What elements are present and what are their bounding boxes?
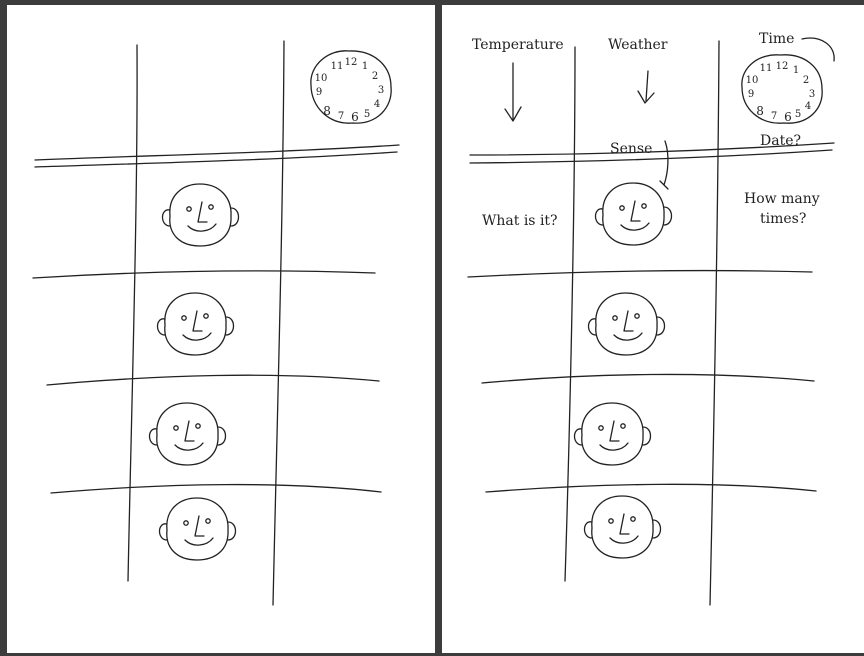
left-sketch-panel: 12 1 2 3 4 5 6 7 8 9 10 11 <box>7 5 435 653</box>
clock-number: 3 <box>809 89 815 100</box>
clock-number: 6 <box>784 110 792 124</box>
label-how-many-line2: times? <box>760 211 806 227</box>
clock-number: 2 <box>372 71 378 82</box>
label-time: Time <box>759 31 794 47</box>
grid-line-horizontal <box>51 485 381 493</box>
clock-number: 8 <box>323 104 331 118</box>
face-icon <box>160 498 236 560</box>
clock-icon: 12 1 2 3 4 5 6 7 8 9 10 11 <box>742 55 822 124</box>
clock-number: 4 <box>805 101 811 112</box>
grid-line-horizontal <box>33 271 375 278</box>
sense-pointer-line <box>660 141 668 189</box>
label-weather: Weather <box>608 37 668 53</box>
face-icon <box>585 496 661 558</box>
grid-line-horizontal <box>482 374 814 383</box>
left-sketch-drawing: 12 1 2 3 4 5 6 7 8 9 10 11 <box>7 5 435 653</box>
clock-icon: 12 1 2 3 4 5 6 7 8 9 10 11 <box>311 51 391 124</box>
grid-line-vertical <box>710 41 719 605</box>
face-icon <box>589 293 665 355</box>
clock-number: 7 <box>771 111 777 122</box>
label-how-many-line1: How many <box>744 191 820 207</box>
clock-number: 12 <box>345 57 358 68</box>
clock-number: 9 <box>316 87 322 98</box>
face-icon <box>163 184 239 246</box>
clock-number: 11 <box>760 63 773 74</box>
clock-number: 3 <box>378 85 384 96</box>
clock-number: 4 <box>374 99 380 110</box>
label-what-is-it: What is it? <box>482 213 558 229</box>
clock-number: 10 <box>315 73 328 84</box>
grid-line-horizontal <box>468 271 812 277</box>
face-icon <box>150 403 226 465</box>
time-connector-line <box>802 38 834 61</box>
clock-number: 7 <box>338 111 344 122</box>
clock-number: 2 <box>803 75 809 86</box>
grid-line-double <box>35 152 397 167</box>
clock-number: 10 <box>746 75 759 86</box>
grid-line-horizontal <box>47 375 379 385</box>
grid-line-vertical <box>273 41 284 605</box>
label-date: Date? <box>760 133 801 149</box>
clock-number: 5 <box>795 109 801 120</box>
face-icon <box>158 293 234 355</box>
clock-number: 8 <box>756 104 764 118</box>
arrow-down-icon <box>505 63 521 121</box>
label-temperature: Temperature <box>472 37 564 53</box>
right-sketch-drawing: Temperature Weather Time 12 1 2 3 4 5 6 … <box>442 5 864 653</box>
clock-number: 6 <box>351 110 359 124</box>
face-icon <box>575 403 651 465</box>
right-sketch-panel: Temperature Weather Time 12 1 2 3 4 5 6 … <box>442 5 864 653</box>
clock-number: 11 <box>331 61 344 72</box>
grid-line-vertical <box>128 45 137 581</box>
grid-line-vertical <box>565 47 575 581</box>
clock-number: 9 <box>748 89 754 100</box>
face-icon <box>596 183 672 245</box>
clock-number: 12 <box>776 61 789 72</box>
grid-line-horizontal <box>486 484 816 492</box>
arrow-down-icon <box>638 71 654 103</box>
clock-number: 1 <box>362 61 368 72</box>
grid-line-double <box>35 145 399 160</box>
clock-number: 5 <box>364 109 370 120</box>
clock-number: 1 <box>793 65 799 76</box>
label-sense: Sense <box>610 141 652 157</box>
